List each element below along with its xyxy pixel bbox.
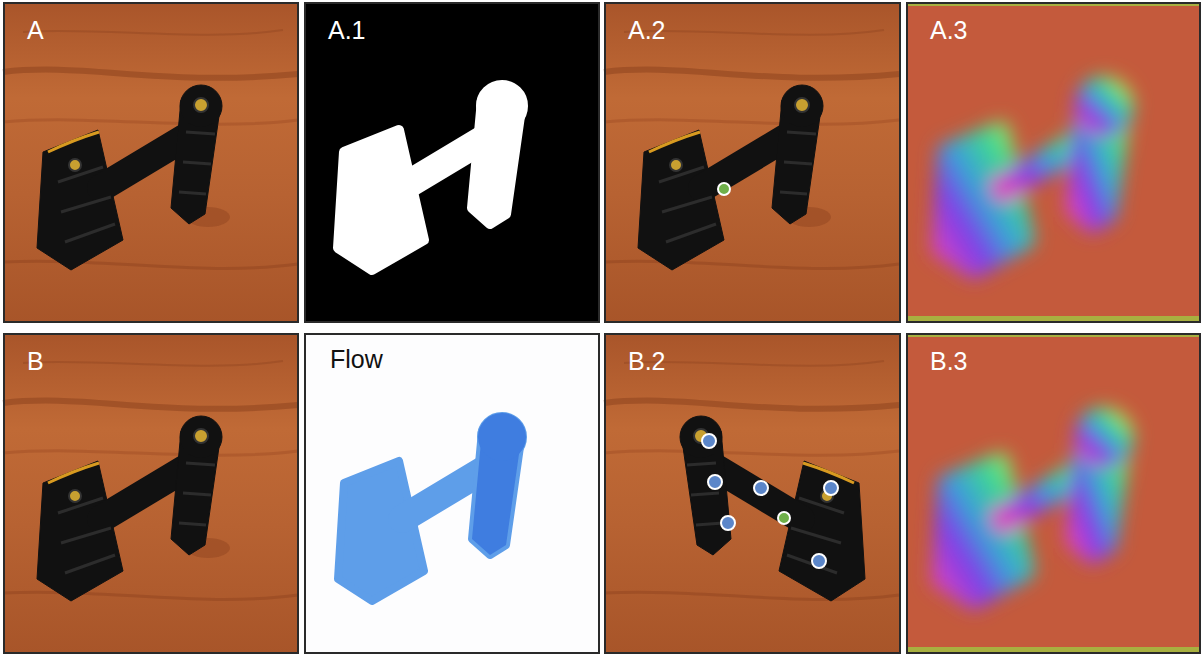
image-panel: A.1 — [304, 2, 600, 323]
panel-label: Flow — [330, 345, 383, 373]
panel-label: A — [27, 16, 44, 44]
panel-label: A.3 — [930, 16, 968, 44]
image-panel: Flow — [304, 333, 600, 654]
image-panel: A — [3, 2, 299, 323]
image-panel: B — [3, 333, 299, 654]
panel-label: B.3 — [930, 347, 968, 375]
panel-label: B.2 — [628, 347, 666, 375]
panel-label: A.2 — [628, 16, 666, 44]
image-panel: B.3 — [906, 333, 1201, 654]
image-panel: B.2 — [604, 333, 901, 654]
image-panel: A.2 — [604, 2, 901, 323]
panel-label: B — [27, 347, 44, 375]
panel-label: A.1 — [328, 16, 366, 44]
image-panel: A.3 — [906, 2, 1201, 323]
